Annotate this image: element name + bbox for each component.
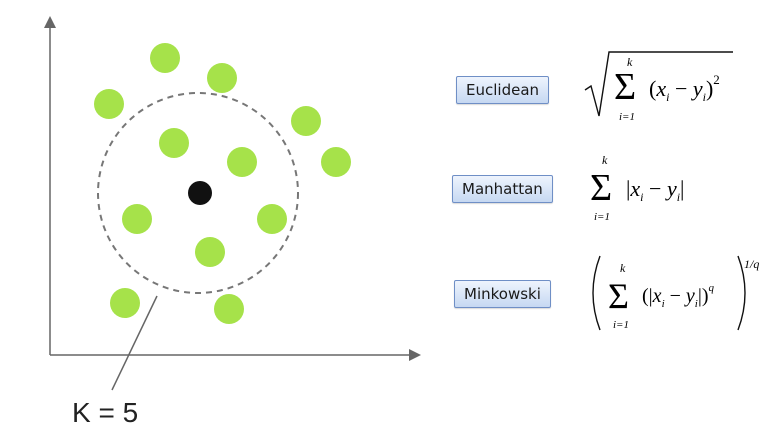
data-points (94, 43, 351, 324)
data-point (94, 89, 124, 119)
minkowski-formula-svg: k Σ i=1 (|xi − yi|)q 1/q (592, 255, 759, 331)
sum-lower: i=1 (594, 211, 610, 223)
outer-power: 1/q (744, 257, 759, 271)
data-point (110, 288, 140, 318)
sum-upper: k (620, 261, 626, 275)
data-point (122, 204, 152, 234)
manhattan-formula-svg: k Σ i=1 |xi − yi| (590, 153, 684, 223)
data-point (291, 106, 321, 136)
sigma-symbol: Σ (590, 167, 612, 209)
k-pointer-line (111, 295, 158, 391)
data-point (150, 43, 180, 73)
sigma-symbol: Σ (614, 66, 636, 108)
euclidean-formula: k Σ i=1 (xi − yi)2 (583, 46, 743, 131)
euclidean-formula-svg: k Σ i=1 (xi − yi)2 (584, 51, 733, 123)
formula-body: (|xi − yi|)q (642, 282, 715, 310)
formula-body: (xi − yi)2 (649, 72, 720, 104)
data-point (159, 128, 189, 158)
sigma-symbol: Σ (608, 276, 629, 316)
k-label: K = 5 (72, 397, 139, 428)
data-point (257, 204, 287, 234)
sum-lower: i=1 (613, 319, 629, 331)
manhattan-label: Manhattan (452, 175, 553, 203)
formula-body: |xi − yi| (626, 176, 684, 204)
data-point (214, 294, 244, 324)
sum-upper: k (602, 153, 608, 167)
euclidean-label: Euclidean (456, 76, 550, 104)
data-point (227, 147, 257, 177)
minkowski-formula: k Σ i=1 (|xi − yi|)q 1/q (588, 250, 768, 345)
sum-lower: i=1 (619, 111, 635, 123)
minkowski-label: Minkowski (454, 280, 551, 308)
query-point (188, 181, 212, 205)
neighborhood-circle (97, 92, 299, 294)
data-point (195, 237, 225, 267)
manhattan-formula: k Σ i=1 |xi − yi| (590, 150, 730, 235)
data-point (207, 63, 237, 93)
data-point (321, 147, 351, 177)
sum-upper: k (627, 55, 633, 69)
